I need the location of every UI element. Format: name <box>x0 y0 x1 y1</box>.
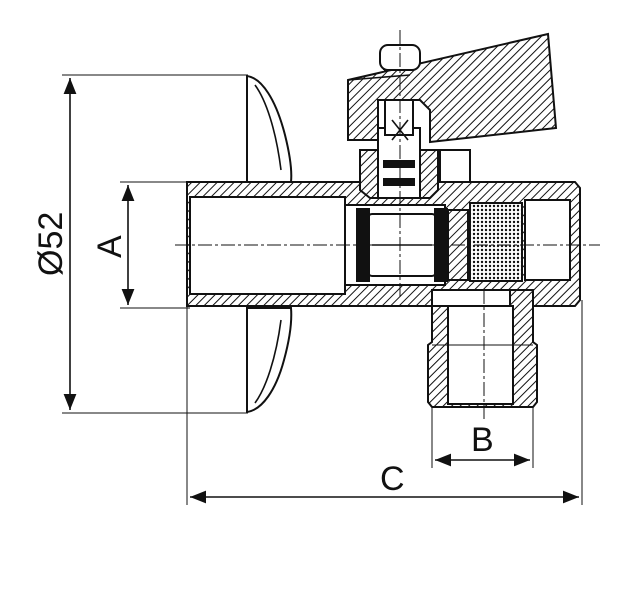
dimension-b: B <box>431 407 534 468</box>
dimension-c: C <box>186 300 583 505</box>
label-a: A <box>91 235 129 258</box>
label-c: C <box>380 460 405 498</box>
handle-lever <box>347 32 558 144</box>
dimension-a: A <box>91 181 190 309</box>
label-diameter: Ø52 <box>32 212 70 276</box>
outlet-branch <box>427 289 538 408</box>
dimension-diameter: Ø52 <box>32 74 248 414</box>
rosette <box>246 74 293 414</box>
label-b: B <box>471 421 494 459</box>
